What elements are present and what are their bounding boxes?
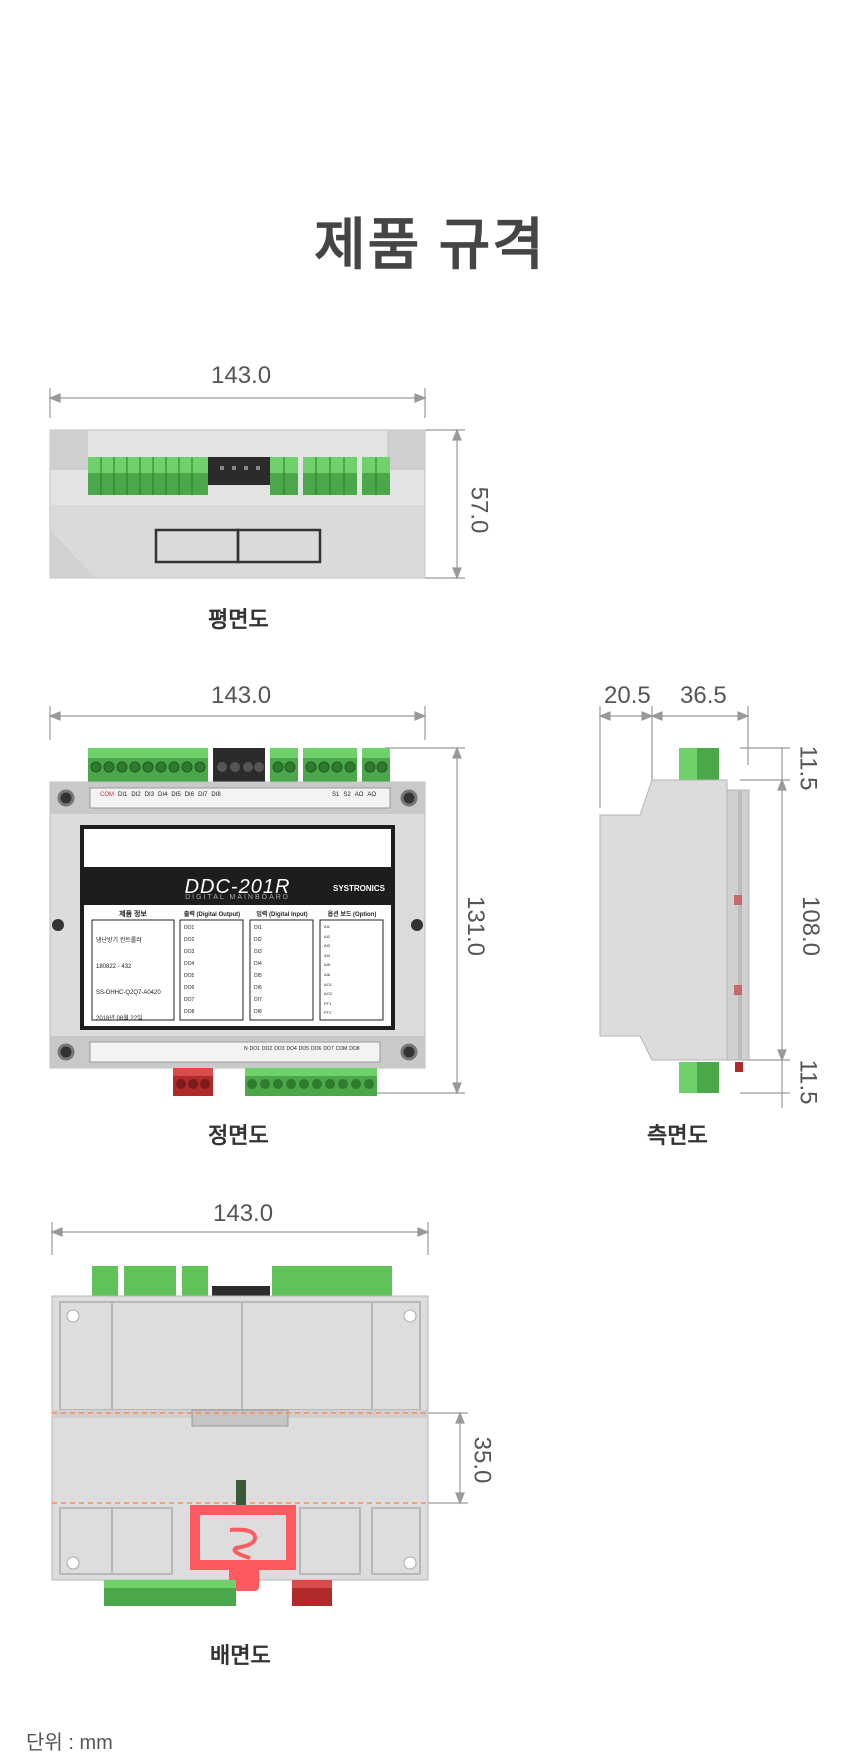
terminal-label: DI2 xyxy=(131,792,141,798)
opt-label: AI4 xyxy=(324,952,331,958)
top-view-width-dim xyxy=(48,388,427,418)
opt-label: AI6 xyxy=(324,971,331,977)
terminal-label: DO1 xyxy=(249,1046,260,1052)
side-view-h1-label: 11.5 xyxy=(794,745,822,791)
back-view-height-dim xyxy=(428,1411,468,1505)
terminal-label: DO4 xyxy=(286,1046,297,1052)
side-view-h3-label: 11.5 xyxy=(794,1059,822,1105)
opt-label: AO2 xyxy=(324,991,333,997)
info-value: 2018년 08월 22일 xyxy=(96,1016,143,1022)
terminal-label: DI6 xyxy=(184,792,195,798)
di-label: DI8 xyxy=(254,1009,262,1015)
opt-label: AI2 xyxy=(324,933,331,939)
front-view-body xyxy=(49,748,426,1096)
di-label: DI7 xyxy=(254,997,262,1003)
info-value: SS-DHHC-Q2Q7-A0420 xyxy=(96,990,161,996)
front-view-width-dim xyxy=(48,706,427,740)
terminal-label: DI3 xyxy=(144,792,155,798)
terminal-label: COM xyxy=(335,1046,348,1052)
back-view-caption: 배면도 xyxy=(210,1643,271,1668)
terminal-label: DO6 xyxy=(311,1046,322,1052)
di-label: DI1 xyxy=(254,925,262,931)
side-view-h2-label: 108.0 xyxy=(797,895,825,957)
brand-logo: SYSTRONICS xyxy=(333,884,386,893)
opt-label: AI1 xyxy=(324,924,331,929)
front-view-height-label: 131.0 xyxy=(462,895,490,957)
do-label: DO3 xyxy=(184,949,195,955)
opt-label: PT2 xyxy=(324,1010,332,1016)
terminal-label: DI7 xyxy=(198,792,208,798)
back-view-height-label: 35.0 xyxy=(468,1436,496,1484)
terminal-label: DO7 xyxy=(323,1046,334,1052)
top-terminal-labels: COM DI1 DI2 DI3 DI4 DI5 DI6 DI7 DI8 xyxy=(100,792,221,798)
model-name: DDC-201R xyxy=(184,876,291,898)
table-header-do: 출력 (Digital Output) xyxy=(183,912,241,918)
opt-label: PT1 xyxy=(324,1000,332,1006)
front-view-width-label: 143.0 xyxy=(211,682,272,709)
side-view-caption: 측면도 xyxy=(647,1123,708,1148)
table-header-info: 제품 정보 xyxy=(119,911,147,918)
top-view-height-dim xyxy=(425,428,465,580)
terminal-label: DO8 xyxy=(349,1046,360,1052)
terminal-label: S1 xyxy=(332,792,340,798)
top-view-width-label: 143.0 xyxy=(211,362,272,389)
side-view-depth1-label: 20.5 xyxy=(604,682,651,709)
model-subtitle: DIGITAL MAINBOARD xyxy=(185,894,290,901)
do-label: DO8 xyxy=(184,1009,195,1015)
terminal-label: N xyxy=(244,1046,248,1052)
do-label: DO1 xyxy=(184,925,195,931)
unit-note: 단위 : mm xyxy=(26,1732,113,1754)
opt-label: AO1 xyxy=(324,981,333,987)
do-label: DO5 xyxy=(184,973,195,979)
side-view-body xyxy=(599,748,750,1093)
table-header-di: 입력 (Digital Input) xyxy=(256,912,308,918)
back-view-body xyxy=(51,1266,429,1606)
di-label: DI3 xyxy=(254,949,262,955)
back-view-width-dim xyxy=(50,1222,430,1255)
front-view-height-dim xyxy=(375,746,465,1095)
table-header-opt: 옵션 보드 (Option) xyxy=(327,912,377,918)
di-label: DI2 xyxy=(254,937,262,943)
bottom-terminal-labels: N DO1 DO2 DO3 DO4 DO5 DO6 DO7 COM DO8 xyxy=(244,1046,360,1052)
page-title: 제품 규격 xyxy=(314,213,546,276)
top-view-height-label: 57.0 xyxy=(465,486,493,534)
do-labels-list: DO1 DO2 DO3 DO4 DO5 DO6 DO7 DO8 xyxy=(184,922,194,1018)
side-view-depth2-label: 36.5 xyxy=(680,682,727,709)
terminal-label: S2 xyxy=(343,792,351,798)
terminal-label: DI1 xyxy=(118,792,128,798)
do-label: DO7 xyxy=(184,997,195,1003)
opt-label: AI5 xyxy=(324,962,331,968)
opt-label: AI3 xyxy=(324,943,331,949)
terminal-label: AO xyxy=(354,792,364,798)
info-value: 냉난방기 컨트롤러 xyxy=(96,938,142,944)
terminal-label: DI8 xyxy=(211,792,221,798)
back-view-width-label: 143.0 xyxy=(213,1200,274,1227)
terminal-label: DI5 xyxy=(171,792,181,798)
opt-labels-list: AI1 AI2 AI3 AI4 AI5 AI6 AO1 AO2 PT1 PT2 xyxy=(324,922,332,1018)
di-label: DI4 xyxy=(254,961,262,967)
di-label: DI5 xyxy=(254,973,262,979)
info-values-list: 냉난방기 컨트롤러 180822 - 432 SS-DHHC-Q2Q7-A042… xyxy=(96,928,176,1032)
info-value: 180822 - 432 xyxy=(96,964,132,970)
top-view-caption: 평면도 xyxy=(208,607,269,632)
terminal-label: DI4 xyxy=(158,792,168,798)
do-label: DO2 xyxy=(184,937,195,943)
terminal-label: DO3 xyxy=(274,1046,285,1052)
front-view-caption: 정면도 xyxy=(208,1123,269,1148)
right-terminal-labels: S1 S2 AO AO xyxy=(332,792,376,798)
terminal-label: AO xyxy=(367,792,377,798)
terminal-label: DO5 xyxy=(298,1046,310,1052)
terminal-label: DO2 xyxy=(261,1046,273,1052)
di-label: DI6 xyxy=(254,985,262,991)
do-label: DO6 xyxy=(184,985,195,991)
do-label: DO4 xyxy=(184,961,195,967)
terminal-label: COM xyxy=(100,792,114,798)
top-view-body xyxy=(49,429,426,579)
di-labels-list: DI1 DI2 DI3 DI4 DI5 DI6 DI7 DI8 xyxy=(254,922,262,1018)
